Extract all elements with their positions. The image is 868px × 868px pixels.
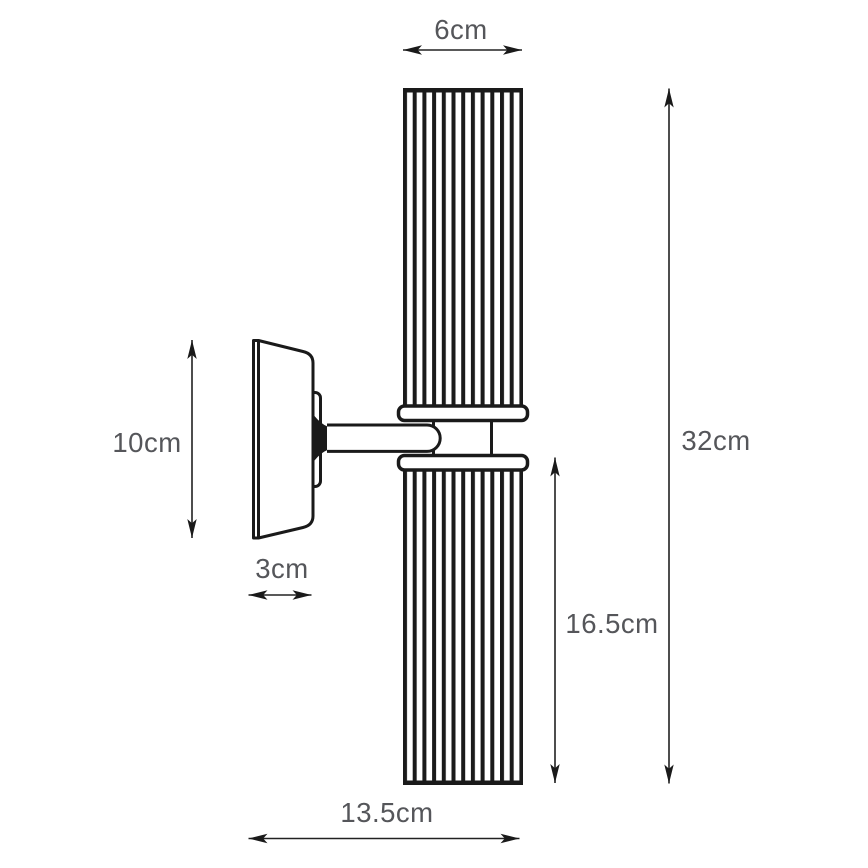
lamp-fixture [252,88,530,785]
dimension-label-shade-width: 6cm [434,14,487,45]
lower-shade-cap [396,453,530,472]
lower-shade [396,453,530,785]
upper-shade-cap [396,404,530,423]
cone-adapter [314,416,328,461]
mounting-arm [327,423,442,453]
wall-backplate [252,339,315,540]
dimension-label-backplate-height: 10cm [112,427,181,458]
dimension-annotations: 6cm 32cm 10cm 3cm 16.5cm 13.5cm [112,14,750,844]
dimension-label-lower-shade-height: 16.5cm [565,608,658,639]
dimension-label-overall-height: 32cm [681,425,750,456]
dimension-label-overall-depth: 13.5cm [340,797,433,828]
upper-shade [396,88,530,423]
dimension-label-backplate-depth: 3cm [255,553,308,584]
